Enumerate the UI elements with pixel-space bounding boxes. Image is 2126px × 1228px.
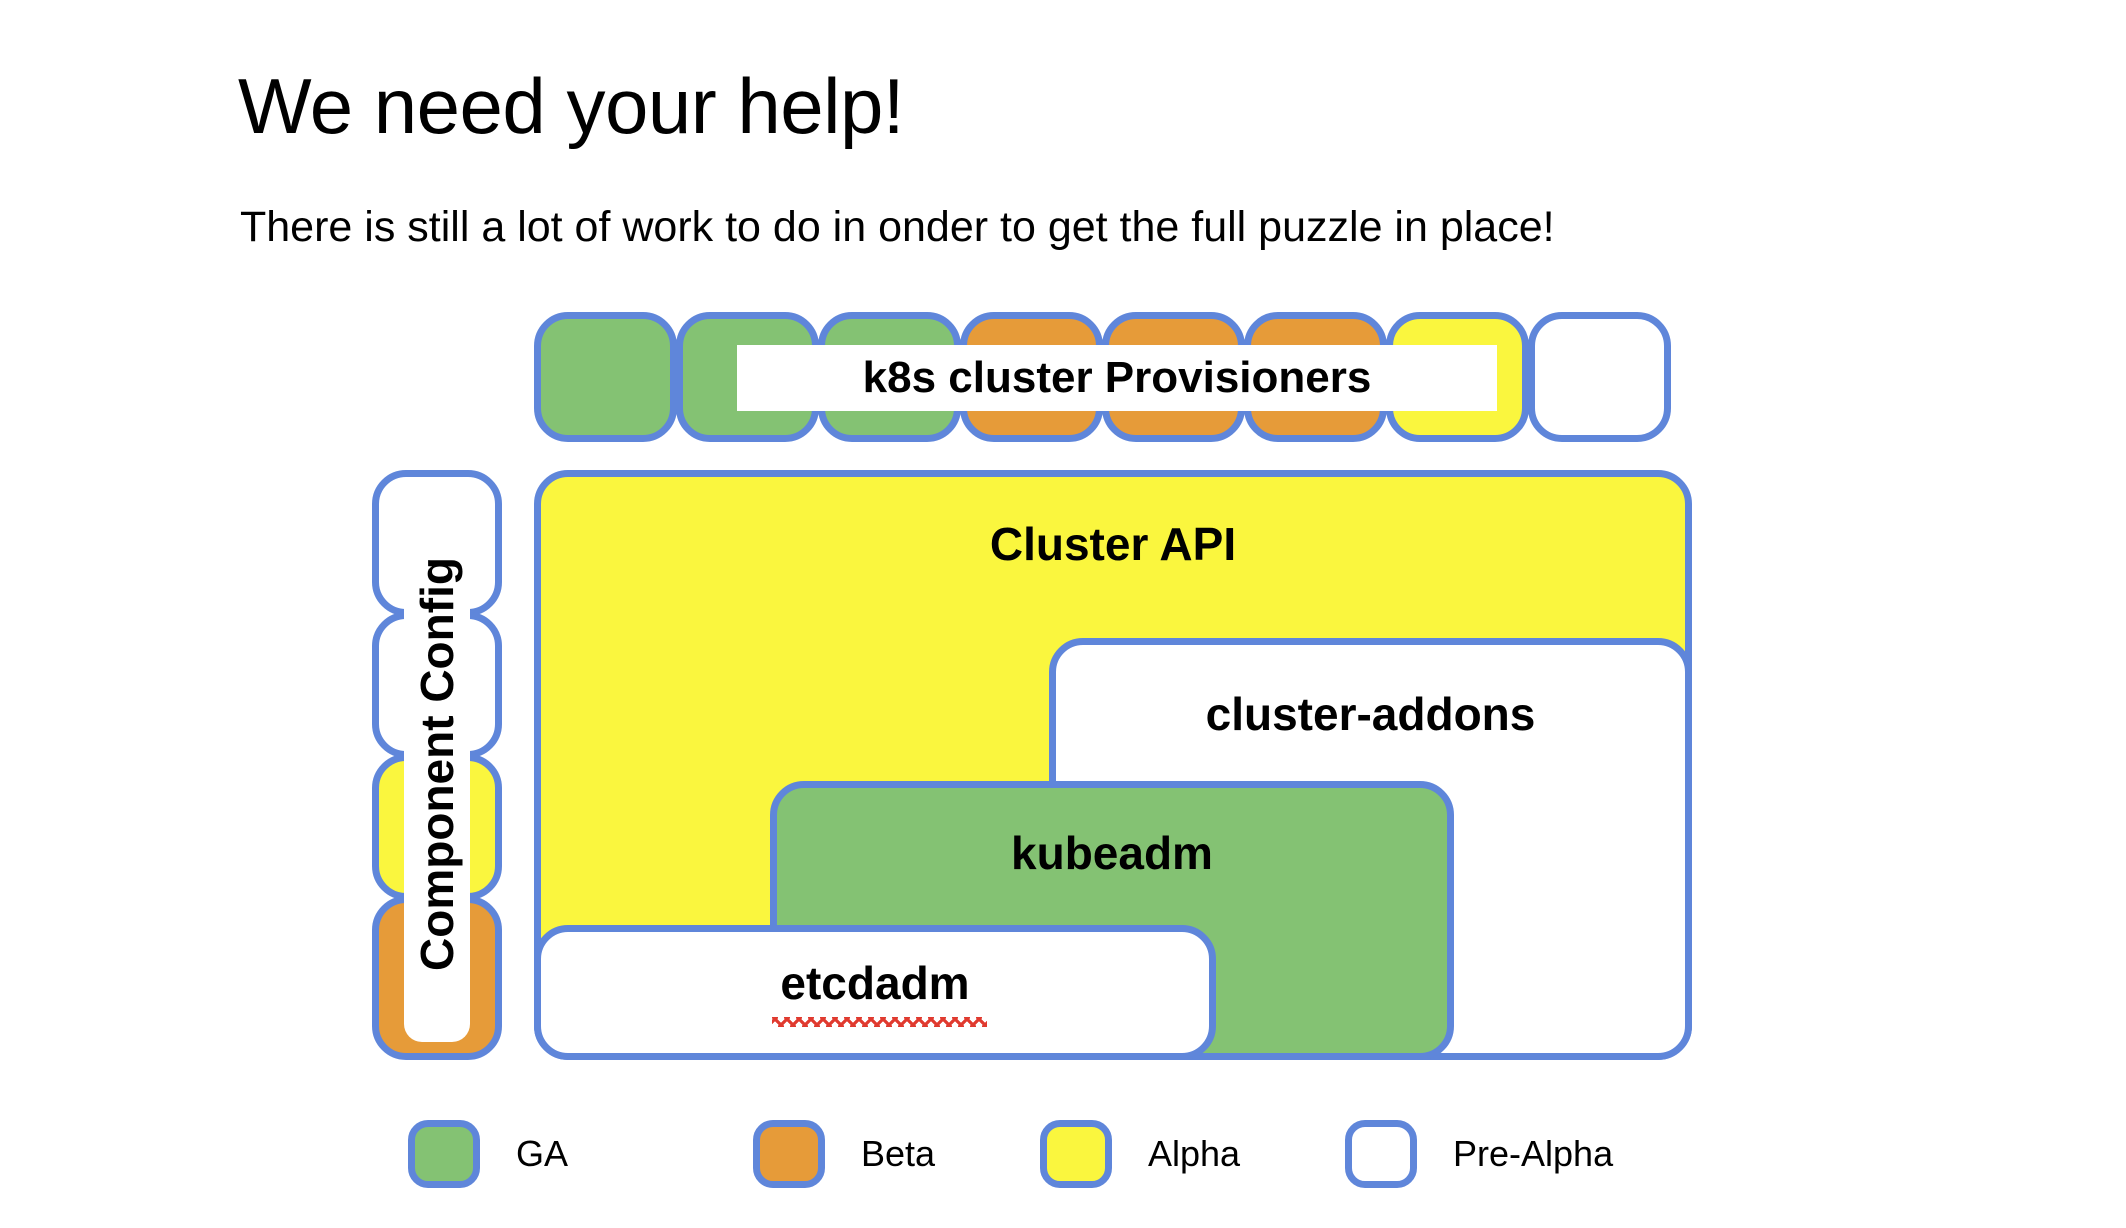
layer-cluster-addons-label: cluster-addons bbox=[1205, 688, 1536, 740]
legend-swatch-pre-alpha bbox=[1345, 1120, 1417, 1188]
legend-swatch-alpha bbox=[1040, 1120, 1112, 1188]
layer-etcdadm-label: etcdadm bbox=[780, 957, 970, 1009]
legend-swatch-ga bbox=[408, 1120, 480, 1188]
legend-label-ga: GA bbox=[516, 1133, 569, 1174]
layer-etcdadm[interactable]: etcdadm bbox=[534, 925, 1216, 1060]
legend-item-beta: Beta bbox=[753, 1118, 935, 1190]
provisioners-banner: k8s cluster Provisioners bbox=[737, 345, 1497, 411]
provisioners-banner-label: k8s cluster Provisioners bbox=[862, 353, 1372, 402]
page-title: We need your help! bbox=[238, 62, 905, 151]
legend-item-alpha: Alpha bbox=[1040, 1118, 1240, 1190]
legend: GA Beta Alpha Pre-Alpha bbox=[0, 1118, 2126, 1198]
legend-label-pre-alpha: Pre-Alpha bbox=[1453, 1133, 1614, 1174]
legend-item-pre-alpha: Pre-Alpha bbox=[1345, 1118, 1613, 1190]
page-subtitle: There is still a lot of work to do in on… bbox=[240, 203, 1555, 251]
spellcheck-underline-icon bbox=[772, 1017, 987, 1027]
provisioner-tile-8[interactable] bbox=[1528, 312, 1671, 442]
legend-swatch-beta bbox=[753, 1120, 825, 1188]
layer-cluster-api-label: Cluster API bbox=[989, 518, 1237, 570]
legend-label-beta: Beta bbox=[861, 1133, 936, 1174]
legend-label-alpha: Alpha bbox=[1148, 1133, 1241, 1174]
component-config-label: Component Config bbox=[411, 557, 464, 971]
layer-kubeadm-label: kubeadm bbox=[1011, 827, 1213, 879]
provisioner-tile-1[interactable] bbox=[534, 312, 677, 442]
legend-item-ga: GA bbox=[408, 1118, 568, 1190]
component-config-band: Component Config bbox=[404, 486, 470, 1042]
